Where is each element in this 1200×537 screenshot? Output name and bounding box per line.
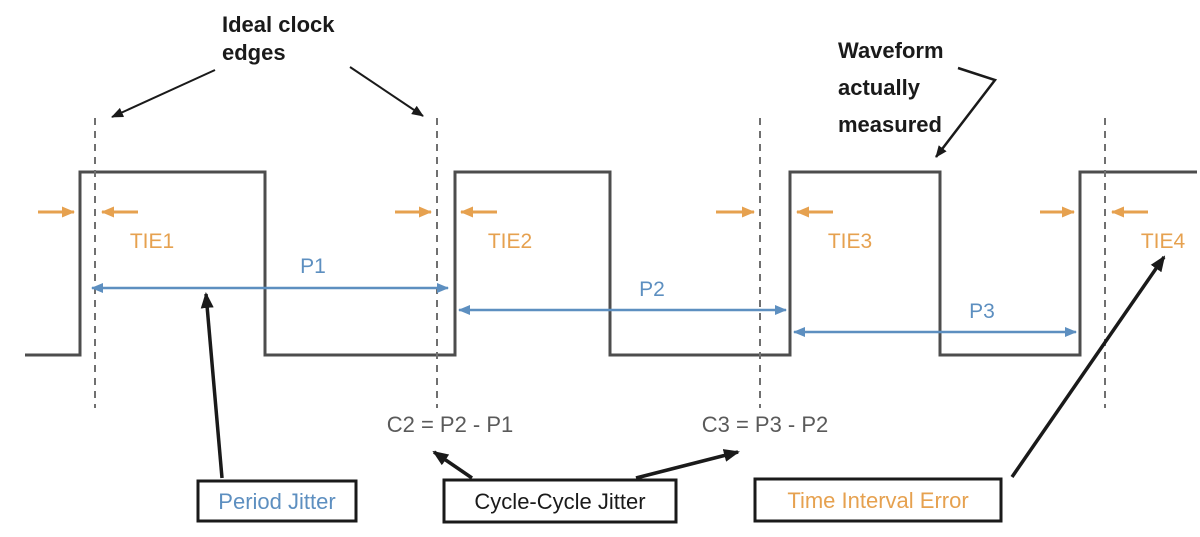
period-jitter-box [196,479,358,523]
period-jitter-label: Period Jitter [218,489,335,514]
tie3-label: TIE3 [828,230,872,253]
c3-formula: C3 = P3 - P2 [702,412,829,437]
ideal-edge-pointer-right-arrow [349,66,424,117]
time-interval-error-pointer-arrow [1010,255,1166,478]
ideal-clock-edges-label-line1: Ideal clock [222,12,335,37]
tie4-label: TIE4 [1141,230,1186,253]
time-interval-error-label: Time Interval Error [787,488,968,513]
waveform-measured-label-line3: measured [838,112,942,137]
waveform-measured-label-line1: Waveform [838,38,944,63]
tie1-label: TIE1 [130,230,174,253]
cycle-cycle-jitter-box [442,478,678,524]
period-jitter-pointer-arrow [200,292,224,479]
measured-waveform-pointer-arrow [935,66,998,158]
time-interval-error-box [753,477,1003,523]
clock-waveform [25,170,1197,357]
cycle-jitter-pointer-left-arrow [432,450,473,480]
ideal-clock-edges-label-line2: edges [222,40,286,65]
p2-label: P2 [639,278,665,301]
p3-label: P3 [969,300,995,323]
ideal-edge-pointer-left-arrow [111,69,216,118]
waveform-measured-label-line2: actually [838,75,921,100]
cycle-cycle-jitter-label: Cycle-Cycle Jitter [474,489,645,514]
tie2-label: TIE2 [488,230,532,253]
p1-label: P1 [300,255,326,278]
c2-formula: C2 = P2 - P1 [387,412,514,437]
cycle-jitter-pointer-right-arrow [635,449,740,480]
